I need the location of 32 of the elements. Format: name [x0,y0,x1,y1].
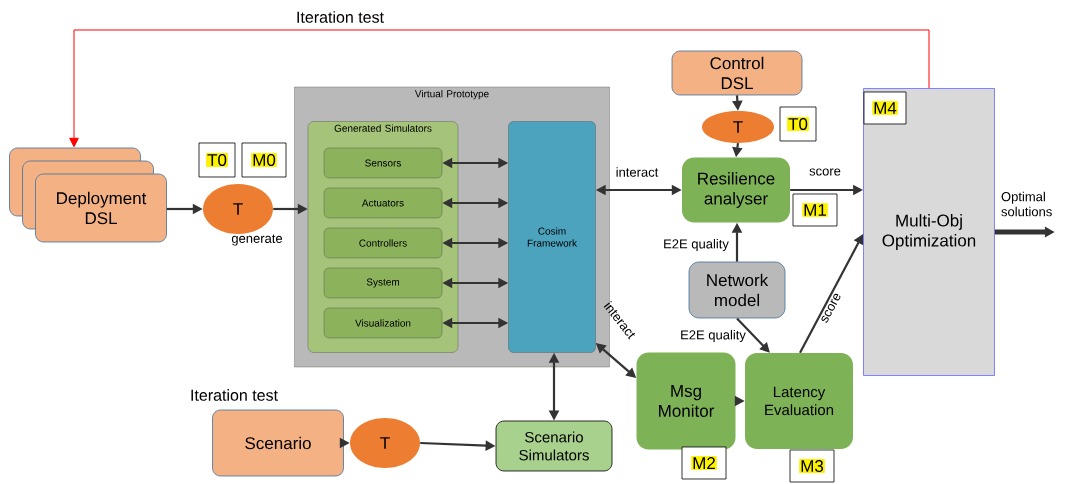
simulator-box: Visualization [323,307,443,339]
edge-label: E2E quality [681,329,746,343]
analyser-box: Resilience analyser [682,157,790,223]
edge-label: interact [616,167,659,177]
tag-box: M2 [681,446,727,480]
simulators-box: Scenario Simulators [495,420,613,472]
tag-box: M0 [241,142,287,178]
tag-box: T0 [779,106,817,142]
edge-label: E2E quality [664,238,729,252]
monitor-box: Msg Monitor [636,352,736,450]
framework-box: Cosim Framework [508,121,596,353]
node-caption: generate [231,234,283,246]
tag-box: M3 [789,449,835,483]
note-text: Iteration test [191,389,278,401]
stacked-document-boxes: Deployment DSL [9,147,167,243]
scenario-box: Scenario [212,409,344,477]
arrow [736,317,770,353]
simulator-box: Actuators [323,187,443,219]
simulator-box: System [323,267,443,299]
edge-label: Iteration test [297,11,384,23]
evaluation-box: Latency Evaluation [745,353,853,449]
edge-label: Optimal solutions [1001,191,1052,217]
dsl-box: Control DSL [671,50,803,96]
edge-label: score [821,293,841,323]
tag-box: M1 [792,193,838,227]
edge-label: score [809,168,841,176]
tag-box: T0 [198,142,236,178]
tag-box: M4 [863,91,907,125]
model-box: Network model [688,261,786,319]
arrow [69,29,930,148]
simulator-box: Sensors [323,147,443,179]
simulator-box: Controllers [323,227,443,259]
